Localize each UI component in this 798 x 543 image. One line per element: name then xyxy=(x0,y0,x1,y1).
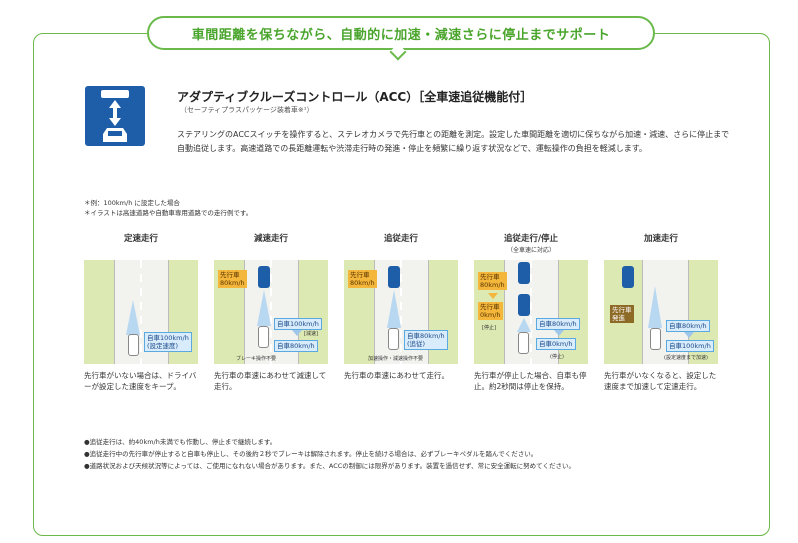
speed-label: 自車100km/h xyxy=(274,318,322,330)
speed-label: 自車80km/h(追従) xyxy=(404,330,448,350)
own-car-icon xyxy=(258,326,269,348)
feature-subnote: （セーフティプラスパッケージ装着車※¹） xyxy=(180,106,314,114)
panel-caption: 先行車がいなくなると、設定した速度まで加速して定速走行。 xyxy=(604,371,717,391)
lead-car-icon xyxy=(388,266,400,288)
panel-subtitle: （全車速に対応） xyxy=(506,247,555,254)
panel-caption: 先行車が停止した場合、自車も停止。約2秒間は停止を保持。 xyxy=(474,371,587,391)
status-label: [減速] xyxy=(304,331,318,337)
speed-label: 自車100km/h(設定速度) xyxy=(144,332,192,352)
panel-title: 加速走行 xyxy=(643,234,678,244)
own-car-icon xyxy=(388,328,399,350)
panel-title: 追従走行 xyxy=(383,234,418,244)
arrow-down-icon xyxy=(488,293,498,299)
notes-top: ＊例：100km/h に設定した場合 ＊イラストは高速道路や自動車専用道路での走… xyxy=(84,198,252,218)
status-label: (停止) xyxy=(550,354,564,360)
banner: 車間距離を保ちながら、自動的に加速・減速さらに停止までサポート xyxy=(147,16,655,50)
status-label: (設定速度まで加速) xyxy=(664,355,708,361)
own-car-icon xyxy=(518,332,529,354)
own-car-icon xyxy=(128,334,139,356)
speed-label: 自車80km/h xyxy=(274,340,318,352)
note-line: ＊イラストは高速道路や自動車専用道路での走行例です。 xyxy=(84,209,253,217)
note-line: ●追従走行は、約40km/h未満でも作動し、停止まで継続します。 xyxy=(84,438,277,446)
lead-status-label: 先行車発進 xyxy=(610,305,634,323)
panel-constant-speed: 定速走行 自車100km/h(設定速度) 先行車がいない場合は、ドライバーが設定… xyxy=(84,232,198,391)
lead-car-stopped-icon xyxy=(518,294,530,316)
own-car-icon xyxy=(650,328,661,350)
feature-title: アダプティブクルーズコントロール（ACC）［全車速追従機能付］ xyxy=(177,90,533,104)
feature-description: ステアリングのACCスイッチを操作すると、ステレオカメラで先行車との距離を測定。… xyxy=(177,130,730,153)
panel-scene: 自車100km/h(設定速度) xyxy=(84,260,198,364)
notes-bottom: ●追従走行は、約40km/h未満でも作動し、停止まで継続します。 ●追従走行中の… xyxy=(84,436,575,472)
status-label: [停止] xyxy=(482,325,496,331)
arrow-down-icon xyxy=(292,330,302,336)
note-line: ●追従走行中の先行車が停止すると自車も停止し、その後約２秒でブレーキは解除されま… xyxy=(84,450,538,458)
operation-note: ブレーキ操作不要 xyxy=(236,356,277,362)
speed-label: 自車80km/h xyxy=(666,320,710,332)
panel-caption: 先行車の車速にあわせて走行。 xyxy=(344,371,449,380)
operation-note: 加速操作・減速操作不要 xyxy=(368,356,424,362)
lead-car-icon xyxy=(258,266,270,288)
arrow-down-icon xyxy=(554,330,564,336)
note-line: ●道路状況および天候状況等によっては、ご使用になれない場合があります。また、AC… xyxy=(84,462,575,470)
panel-title: 追従走行/停止 xyxy=(503,234,559,244)
panel-caption: 先行車の車速にあわせて減速して走行。 xyxy=(214,371,327,391)
speed-label: 自車80km/h xyxy=(536,318,580,330)
lead-car-icon xyxy=(518,262,530,284)
arrow-down-icon xyxy=(684,332,694,338)
panel-caption: 先行車がいない場合は、ドライバーが設定した速度をキープ。 xyxy=(84,371,197,391)
acc-radar-icon xyxy=(85,86,145,146)
panel-title: 減速走行 xyxy=(253,234,288,244)
speed-label: 自車0km/h xyxy=(536,338,576,350)
panel-scene: 先行車発進 自車80km/h 自車100km/h (設定速度まで加速) xyxy=(604,260,718,364)
panel-title: 定速走行 xyxy=(123,234,158,244)
speed-label: 自車100km/h xyxy=(666,340,714,352)
note-line: ＊例：100km/h に設定した場合 xyxy=(84,199,180,207)
lead-car-departing-icon xyxy=(622,266,634,288)
panel-acceleration: 加速走行 先行車発進 自車80km/h 自車100km/h (設定速度まで加速)… xyxy=(604,232,718,391)
